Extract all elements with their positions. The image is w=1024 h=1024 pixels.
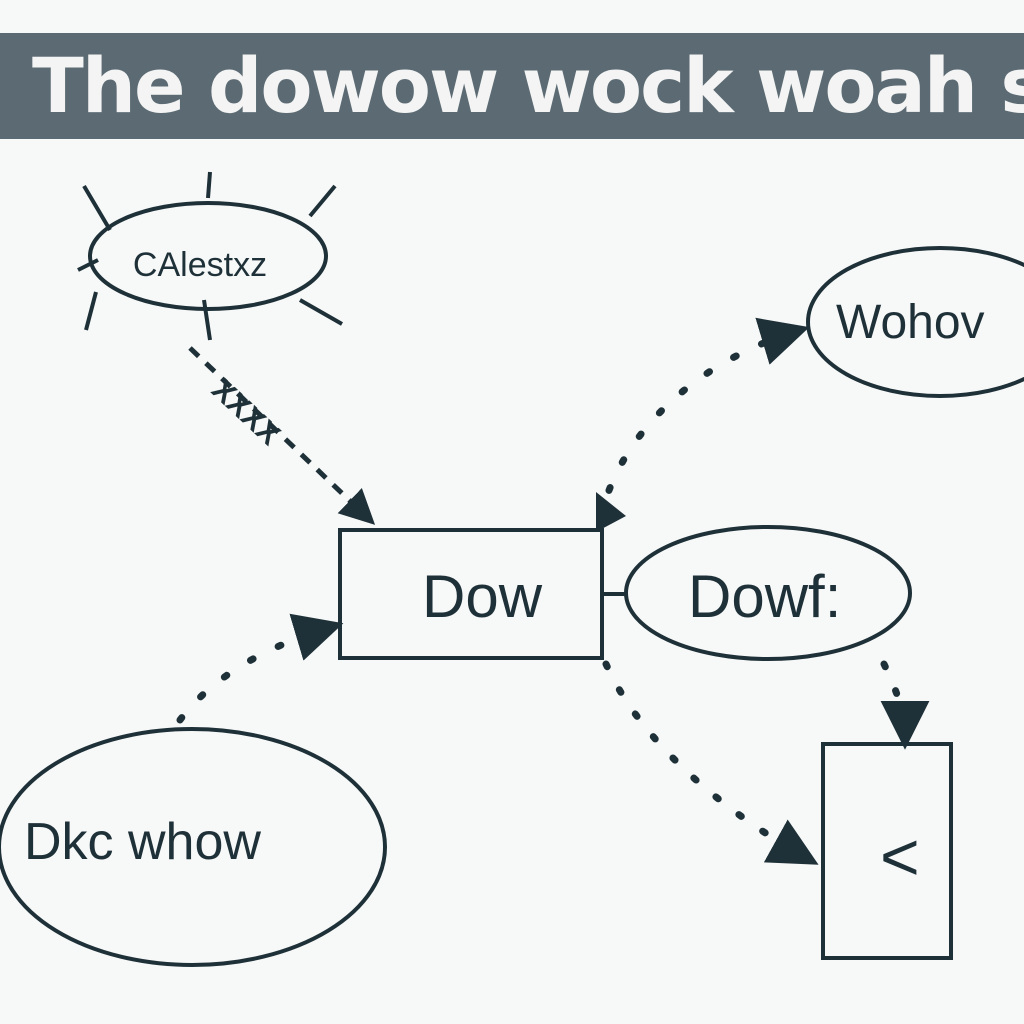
node-bottom-left-label: Dkc whow bbox=[24, 813, 261, 871]
edge-center-to-bottom-right bbox=[602, 660, 819, 865]
node-top-left-shape bbox=[88, 201, 328, 311]
node-center-label: Dow bbox=[422, 563, 543, 630]
node-bottom-left: Dkc whow bbox=[0, 727, 387, 967]
edge-center-to-top-right bbox=[596, 317, 810, 524]
node-center-right: Dowf: bbox=[624, 525, 912, 661]
arrowhead-bottom-right bbox=[888, 708, 924, 742]
arrowhead-center-top bbox=[596, 492, 626, 532]
node-center-right-label: Dowf: bbox=[688, 563, 841, 630]
edge-top-left-to-center-label: XXXX bbox=[205, 373, 286, 452]
node-top-left: CAlestxz bbox=[77, 171, 343, 341]
edge-bottom-left-to-center bbox=[176, 613, 344, 724]
edge-top-left-to-center-line bbox=[188, 346, 376, 525]
node-top-left-label: CAlestxz bbox=[133, 246, 267, 284]
node-bottom-right-label: < bbox=[880, 819, 920, 895]
node-center: Dow bbox=[338, 528, 604, 660]
node-top-right: Wohov bbox=[806, 246, 1024, 398]
node-bottom-right: < bbox=[821, 742, 953, 960]
edge-top-left-to-center: XXXX bbox=[188, 346, 376, 525]
sketch-spikes bbox=[77, 171, 343, 341]
title-bar: The dowow wock woah stemeor bbox=[0, 33, 1024, 139]
diagram-title: The dowow wock woah stemeor bbox=[32, 41, 1024, 130]
node-bottom-left-shape bbox=[0, 727, 387, 967]
node-top-right-label: Wohov bbox=[836, 296, 985, 349]
